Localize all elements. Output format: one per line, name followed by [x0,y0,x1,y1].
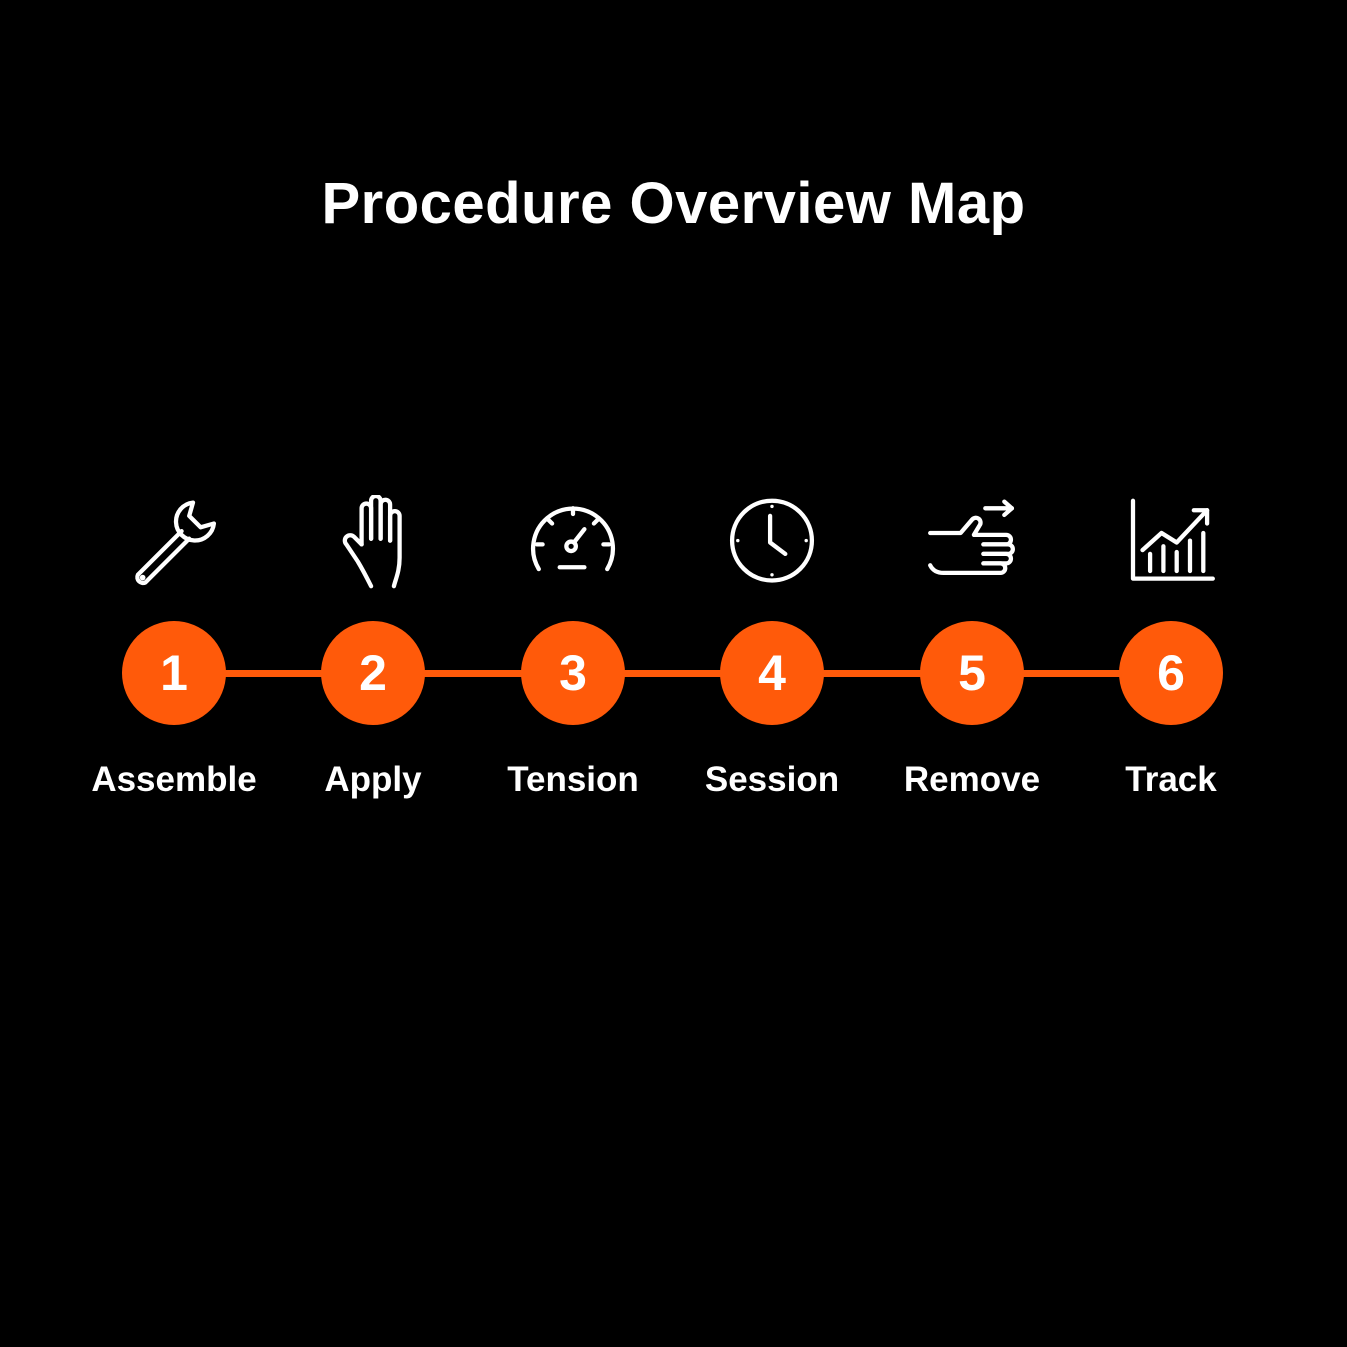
step-label: Assemble [91,760,257,799]
step-label: Tension [507,760,639,799]
step-number-badge: 3 [521,621,625,725]
clock-icon [722,495,822,590]
wrench-icon [124,495,224,590]
step-label: Track [1125,760,1217,799]
step-connector-line [174,670,1171,677]
growth-chart-icon [1121,495,1221,590]
step-tension: 3 Tension [473,0,673,1347]
step-number-badge: 4 [720,621,824,725]
step-label: Session [704,760,840,799]
gauge-icon [523,495,623,590]
step-number-badge: 1 [122,621,226,725]
step-number-badge: 6 [1119,621,1223,725]
step-track: 6 Track [1071,0,1271,1347]
step-remove: 5 Remove [872,0,1072,1347]
step-label: Remove [903,760,1041,799]
step-number-badge: 2 [321,621,425,725]
step-label: Apply [324,760,422,799]
step-number-badge: 5 [920,621,1024,725]
page-title: Procedure Overview Map [321,171,1026,236]
step-session: 4 Session [672,0,872,1347]
hand-icon [323,495,423,590]
step-assemble: 1 Assemble [74,0,274,1347]
hand-swipe-icon [922,495,1022,590]
step-apply: 2 Apply [273,0,473,1347]
